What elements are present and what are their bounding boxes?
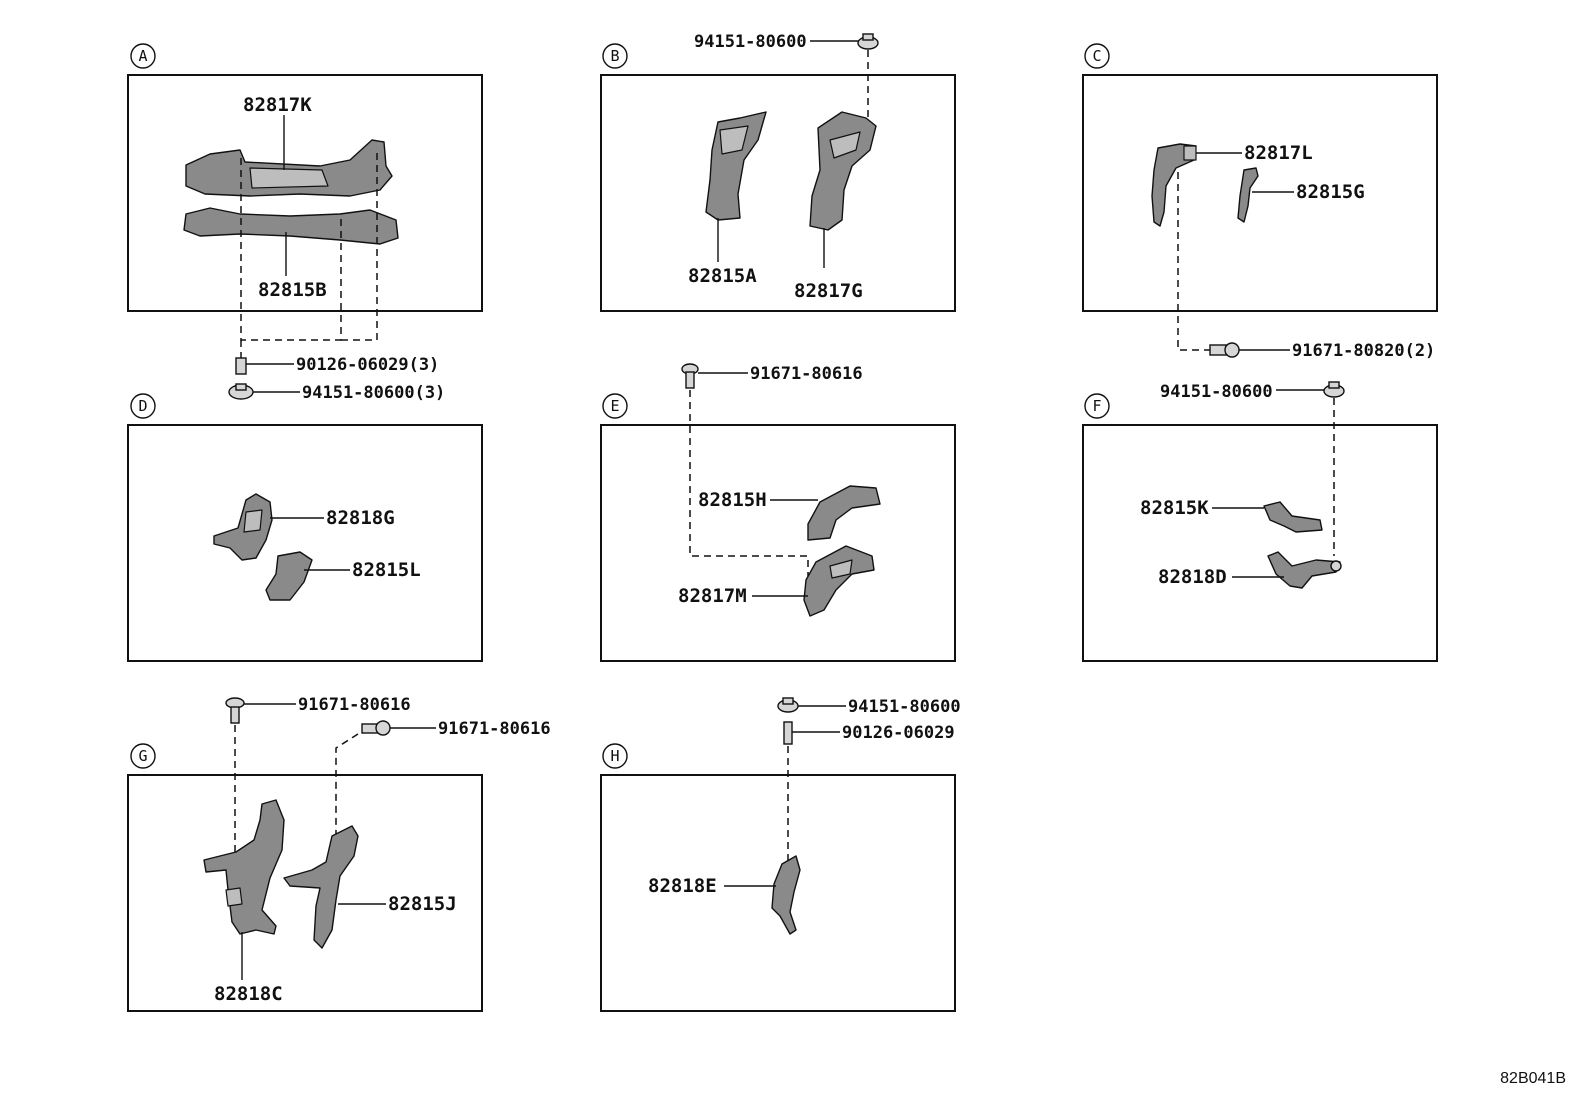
panel-h-frame: [600, 774, 956, 1012]
panel-g: G 91671-80616 91671-80616 82818C 82815J: [127, 695, 551, 1012]
part-82818d-label: 82818D: [1158, 566, 1227, 588]
part-82815a-detail: [719, 125, 749, 155]
shape-8: [230, 706, 240, 724]
stud-icon: [235, 357, 247, 375]
shape-4: [1224, 342, 1240, 358]
part-82815b-label: 82815B: [258, 279, 327, 301]
part-82817m-shape: [803, 545, 875, 617]
part-82815l-shape: [265, 551, 313, 601]
fastener-label-5: 91671-80616: [750, 364, 863, 384]
panel-b-label: B: [610, 47, 619, 65]
panel-d-label: D: [138, 397, 147, 415]
part-82817g-shape: [809, 111, 877, 231]
part-82817m-detail: [829, 559, 853, 579]
part-82818d-shape: [1267, 551, 1341, 589]
panel-e-label: E: [610, 397, 619, 415]
panel-f-label: F: [1092, 397, 1101, 415]
panel-e-dash: [689, 390, 809, 576]
shape-9: [375, 720, 391, 736]
part-82815j-label: 82815J: [388, 893, 457, 915]
panel-a-dash-2: [341, 148, 378, 341]
part-82818e-shape: [771, 855, 801, 935]
fastener-label-8: 91671-80616: [438, 719, 551, 739]
part-82817g-label: 82817G: [794, 280, 863, 302]
shape-7: [1330, 560, 1342, 572]
part-82817g-detail: [829, 131, 861, 159]
part-82815j-shape: [283, 825, 359, 949]
panel-a-label: A: [138, 47, 147, 65]
part-82815a-label: 82815A: [688, 265, 757, 287]
shape-6: [1328, 381, 1340, 389]
part-82818c-detail: [225, 887, 243, 907]
part-82817l-label: 82817L: [1244, 142, 1313, 164]
panel-f: F 94151-80600 82815K 82818D: [1082, 381, 1438, 662]
panel-c-label: C: [1092, 47, 1101, 65]
part-82817k-label: 82817K: [243, 94, 312, 116]
panel-h-label: H: [610, 747, 619, 765]
panel-e-frame: [600, 424, 956, 662]
panel-a-dash: [240, 158, 342, 341]
part-82815k-label: 82815K: [1140, 497, 1209, 519]
panel-g-frame: [127, 774, 483, 1012]
part-82815h-label: 82815H: [698, 489, 767, 511]
stud-icon-2: [783, 721, 793, 745]
part-82815g-label: 82815G: [1296, 181, 1365, 203]
panel-f-frame: [1082, 424, 1438, 662]
part-82815l-label: 82815L: [352, 559, 421, 581]
panel-d: D 82818G 82815L: [127, 393, 483, 662]
panel-h: H 94151-80600 90126-06029 82818E: [600, 697, 961, 1012]
fastener-label-7: 91671-80616: [298, 695, 411, 715]
panel-b-frame: [600, 74, 956, 312]
diagram-code: 82B041B: [1500, 1070, 1566, 1087]
panel-b: B 94151-80600 82815A 82817G: [600, 32, 956, 312]
part-82817k-detail: [249, 167, 329, 189]
shape-5: [685, 371, 695, 389]
part-82815g-shape: [1237, 167, 1259, 223]
fastener-label-6: 94151-80600: [1160, 382, 1273, 402]
fastener-label: 90126-06029(3): [296, 355, 439, 375]
part-82815h-shape: [807, 485, 881, 541]
fastener-label-10: 90126-06029: [842, 723, 955, 743]
part-82818c-label: 82818C: [214, 983, 283, 1005]
panel-a-frame: [127, 74, 483, 312]
part-82818e-label: 82818E: [648, 875, 717, 897]
panel-c-dash: [1177, 172, 1210, 351]
fastener-label-9: 94151-80600: [848, 697, 961, 717]
part-82815k-shape: [1263, 501, 1323, 533]
fastener-label-2: 94151-80600(3): [302, 383, 445, 403]
fastener-label-4: 91671-80820(2): [1292, 341, 1435, 361]
panel-c-frame: [1082, 74, 1438, 312]
part-82817m-label: 82817M: [678, 585, 747, 607]
panel-d-frame: [127, 424, 483, 662]
panel-a: A 82817K 82815B 90126-06029(3) 94151-806…: [127, 43, 483, 403]
bolt-icon: [1209, 344, 1227, 356]
panel-e: E 91671-80616 82815H 82817M: [600, 363, 956, 662]
part-82818g-shape: [213, 493, 273, 561]
panel-c: C 82817L 82815G 91671-80820(2): [1082, 43, 1438, 361]
shape-10: [782, 697, 794, 705]
part-82815b-shape: [183, 207, 399, 245]
part-82818c-shape: [203, 799, 285, 935]
panel-g-dash-2: [335, 733, 359, 850]
fastener-label-3: 94151-80600: [694, 32, 807, 52]
panel-g-label: G: [138, 747, 147, 765]
part-82818g-detail: [243, 509, 263, 533]
shape: [235, 383, 247, 391]
part-82818g-label: 82818G: [326, 507, 395, 529]
shape-3: [1183, 145, 1197, 161]
part-82817k-shape: [185, 139, 393, 197]
shape-2: [862, 33, 874, 41]
